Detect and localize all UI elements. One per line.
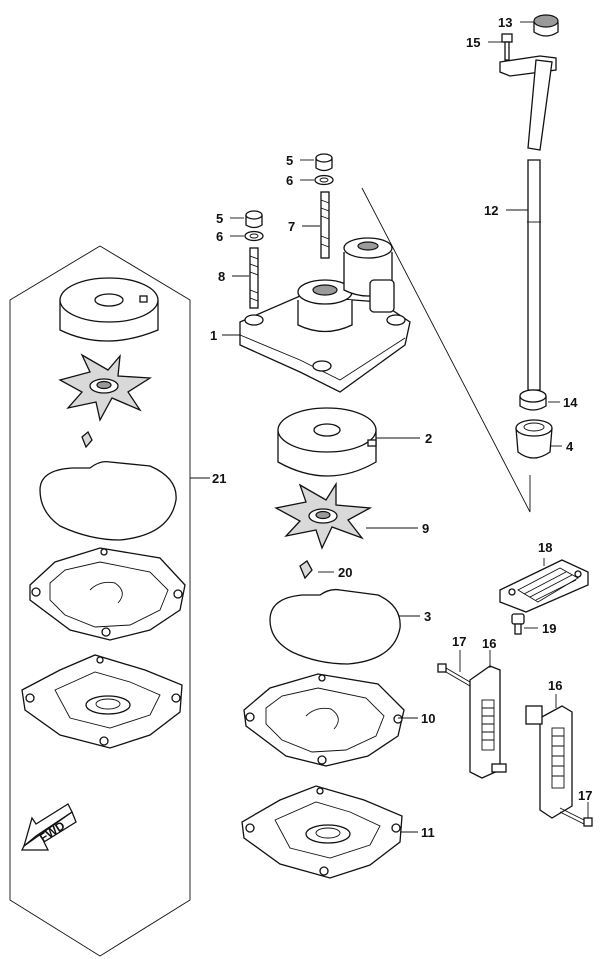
label-20: 20 [338,565,352,580]
nut-5-upper [315,153,333,172]
label-1: 1 [210,328,217,343]
label-6-lower: 6 [216,229,223,244]
o-ring [269,588,401,665]
label-17-right: 17 [578,788,592,803]
screen-plate-18 [499,559,589,613]
water-tube-seal-4 [515,419,553,459]
nut-5-lower [245,210,263,229]
label-5-lower: 5 [216,211,223,226]
label-19: 19 [542,621,556,636]
kit-gasket-upper [29,547,186,641]
label-3: 3 [424,609,431,624]
gasket-10 [243,673,405,767]
label-4: 4 [566,439,574,454]
kit-gasket-lower [21,654,183,749]
stud-7 [320,191,330,259]
label-14: 14 [563,395,578,410]
bolt-15 [501,33,513,61]
screw-19 [511,613,525,635]
label-21: 21 [212,471,226,486]
stud-8 [249,247,259,309]
label-15: 15 [466,35,480,50]
washer-6-lower [244,230,264,242]
kit-impeller [58,353,153,422]
kit-key [81,430,93,449]
label-8: 8 [218,269,225,284]
label-16-right: 16 [548,678,562,693]
callout-labels: 1 2 3 4 5 6 5 6 7 8 9 10 11 12 13 14 15 … [210,15,592,840]
label-16-left: 16 [482,636,496,651]
label-9: 9 [422,521,429,536]
kit-impeller-housing-insert [59,277,159,342]
label-7: 7 [288,219,295,234]
label-10: 10 [421,711,435,726]
screw-17-right [559,807,593,827]
grommet-14 [519,389,547,411]
kit-21-bracket [9,245,210,957]
grommet-13 [533,14,559,37]
fwd-arrow-icon: FWD [20,803,77,851]
water-tube-12 [499,55,557,391]
water-strainer-16-right [525,705,573,819]
label-5-upper: 5 [286,153,293,168]
label-18: 18 [538,540,552,555]
label-12: 12 [484,203,498,218]
washer-6-upper [314,174,334,186]
gasket-11 [241,785,403,879]
label-6-upper: 6 [286,173,293,188]
label-17-left: 17 [452,634,466,649]
label-2: 2 [425,431,432,446]
water-strainer-16-left [469,665,507,779]
screw-17-left [437,663,471,687]
impeller-insert [277,407,377,477]
kit-o-ring [39,460,177,541]
key [299,560,313,580]
label-11: 11 [421,825,435,840]
assembly-guide-line [361,187,531,513]
leader-lines [222,21,589,833]
pump-case [239,237,411,393]
label-13: 13 [498,15,512,30]
impeller [274,481,373,550]
